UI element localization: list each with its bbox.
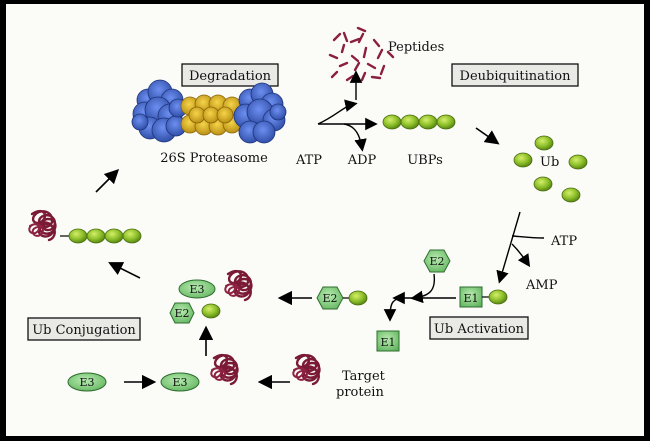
e1-released-label: E1 (380, 336, 395, 349)
e3-substrate-complex: E3 (160, 353, 239, 392)
peptides-label: Peptides (388, 40, 444, 55)
target-line2: protein (336, 385, 384, 400)
e2-complex-label: E2 (174, 307, 189, 320)
e1-ub-complex: E1 (459, 286, 508, 308)
ub-activation-box: Ub Activation (429, 316, 529, 340)
amp-label: AMP (525, 278, 558, 293)
polyubiquitinated-substrate (28, 209, 142, 244)
atp-right-label: ATP (550, 234, 577, 249)
ub-conjugation-box: Ub Conjugation (27, 317, 141, 341)
e3-bound-label: E3 (172, 376, 187, 389)
e2-free-enzyme: E2 (423, 249, 451, 273)
ub-label: Ub (540, 155, 559, 170)
deubiquitination-box: Deubiquitination (451, 63, 579, 87)
atp-adp-reaction (317, 70, 378, 152)
e1-released-enzyme: E1 (376, 330, 400, 352)
e3-free-enzyme: E3 (67, 372, 107, 392)
ub-activation-label: Ub Activation (434, 322, 525, 337)
e2-label: E2 (322, 292, 337, 305)
e3-complex-label: E3 (189, 283, 204, 296)
e2-transfer-arrows (383, 273, 456, 322)
degradation-label: Degradation (189, 69, 272, 84)
proteasome-icon (131, 79, 287, 144)
e3-free-label: E3 (79, 376, 94, 389)
e2-ub-complex: E2 (316, 286, 368, 310)
ub-conjugation-label: Ub Conjugation (32, 323, 136, 338)
e1-label: E1 (463, 292, 478, 305)
arrow-to-free-ub (475, 127, 500, 145)
conjugation-complex: E3 E2 (169, 269, 253, 324)
e2-free-label: E2 (429, 255, 444, 268)
peptide-fragments-icon (328, 26, 395, 82)
target-line1: Target (342, 369, 386, 384)
adp-top-label: ADP (347, 153, 377, 168)
atp-top-label: ATP (295, 153, 322, 168)
arrow-to-proteasome (95, 168, 120, 193)
ubps-label: UBPs (407, 153, 443, 168)
degradation-box: Degradation (181, 63, 279, 87)
atp-amp-reaction (496, 211, 545, 284)
arrow-to-polyub-substrate (108, 262, 141, 279)
deubiquitination-label: Deubiquitination (460, 69, 572, 84)
proteasome-label: 26S Proteasome (160, 151, 268, 166)
